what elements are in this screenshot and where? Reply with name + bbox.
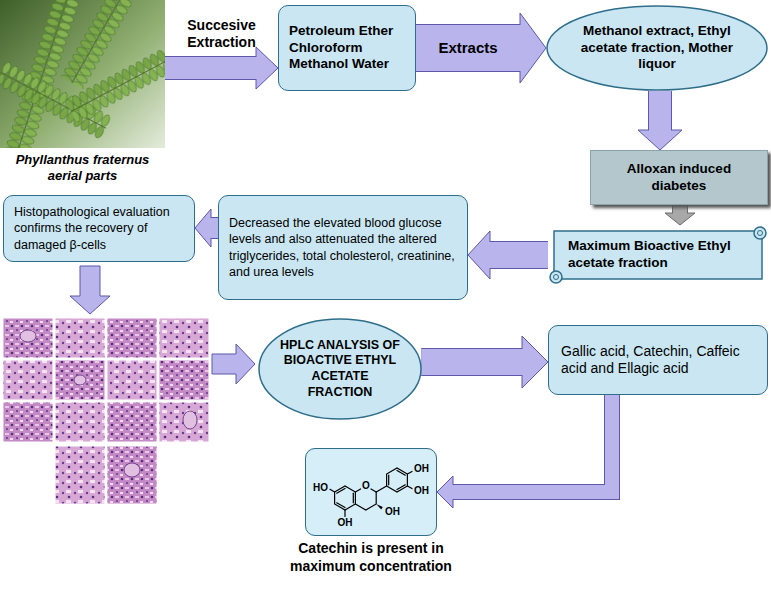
node-text: Catechin is present in maximum concentra… <box>266 540 476 575</box>
caption-area: Phyllanthus fraternus aerial parts <box>0 152 165 185</box>
connector <box>638 91 682 150</box>
edge-label: Succesive Extraction <box>170 17 274 51</box>
atom-label: HO <box>313 483 328 493</box>
plant-photo <box>0 0 165 148</box>
node-text: Methanol extract, Ethyl acetate fraction… <box>579 23 735 74</box>
node-text: Histopathological evaluation confirms th… <box>14 204 184 253</box>
arrow-head <box>468 231 490 279</box>
node-text: Gallic acid, Catechin, Caffeic acid and … <box>561 343 755 378</box>
arrow-shaft <box>209 218 218 238</box>
arrow-head <box>522 336 548 388</box>
node-text: HPLC ANALYSIS OF BIOACTIVE ETHYL ACETATE… <box>279 338 401 401</box>
arrow-shaft <box>421 349 524 375</box>
node-text: Maximum Bioactive Ethyl acetate fraction <box>568 238 752 272</box>
arrow-shaft-outline <box>453 395 612 492</box>
extract-ellipse: Methanol extract, Ethyl acetate fraction… <box>546 5 768 91</box>
caption-area: Catechin is present in maximum concentra… <box>266 540 476 575</box>
scroll-curl <box>754 227 766 239</box>
arrow-shaft <box>451 395 612 492</box>
connector <box>468 231 548 279</box>
hplc-ellipse: HPLC ANALYSIS OF BIOACTIVE ETHYL ACETATE… <box>258 318 422 420</box>
node-text: Phyllanthus fraternus aerial parts <box>0 152 165 185</box>
scroll-body <box>554 231 762 279</box>
connector <box>665 205 695 225</box>
ellipse-shape <box>547 6 767 90</box>
plant-photo-node: Phyllanthus fraternus aerial parts <box>0 0 165 185</box>
arrow-head <box>520 13 546 83</box>
atom-label: OH <box>385 507 400 517</box>
edge-label: Extracts <box>436 39 499 57</box>
atom-label: OH <box>338 518 353 528</box>
model-box: Alloxan induced diabetes <box>590 150 768 205</box>
arrow-shaft <box>165 57 258 79</box>
node-text: Decreased the elevated blood glucose lev… <box>229 215 457 280</box>
atom-label: OH <box>414 486 429 496</box>
arrow-shaft <box>673 205 687 215</box>
catechin-structure <box>305 448 437 536</box>
connector <box>195 209 218 247</box>
atom-label: OH <box>414 464 429 474</box>
solvent-box: Petroleum Ether Chloroform Methanol Wate… <box>278 5 416 91</box>
arrow-shaft <box>488 242 548 268</box>
connector <box>421 336 548 388</box>
compound-box: Gallic acid, Catechin, Caffeic acid and … <box>548 325 768 395</box>
scroll-curl <box>554 275 559 280</box>
fraction-scroll: Maximum Bioactive Ethyl acetate fraction <box>548 225 768 285</box>
connector <box>165 47 278 89</box>
scroll-curl <box>550 271 562 283</box>
arrow-head <box>256 47 278 89</box>
arrow-head <box>638 130 682 150</box>
node-text: Petroleum Ether Chloroform Methanol Wate… <box>289 23 405 74</box>
ellipse-shape <box>259 319 421 419</box>
arrow-shaft <box>416 25 522 71</box>
connector <box>437 395 612 508</box>
connector <box>416 13 546 83</box>
arrow-head <box>195 209 211 247</box>
scroll-curl <box>758 231 763 236</box>
arrow-shaft <box>649 91 671 132</box>
histology-images <box>3 318 209 504</box>
node-text: Alloxan induced diabetes <box>599 161 759 195</box>
catechin-node: Catechin is present in maximum concentra… <box>266 448 476 575</box>
result-box: Decreased the elevated blood glucose lev… <box>218 195 468 300</box>
arrow-head <box>437 476 453 508</box>
atom-label: O <box>362 481 370 491</box>
histology-box: Histopathological evaluation confirms th… <box>3 195 195 262</box>
